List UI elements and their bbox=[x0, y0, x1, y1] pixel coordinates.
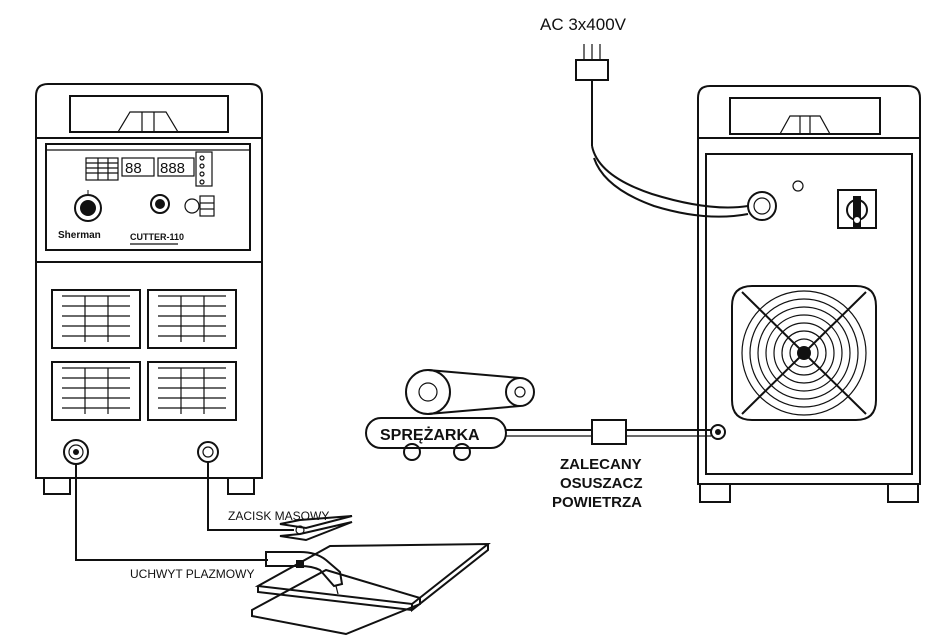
torch-cable bbox=[75, 464, 268, 561]
dryer-label-line2: OSUSZACZ bbox=[560, 475, 643, 492]
rear-inner-panel bbox=[705, 153, 913, 475]
cable-gland bbox=[747, 191, 777, 221]
air-inlet bbox=[710, 424, 726, 440]
rear-handle bbox=[697, 85, 921, 138]
control-panel bbox=[45, 143, 251, 251]
clamp-label: ZACISK MASOWY bbox=[228, 509, 329, 523]
switch-block bbox=[184, 195, 215, 217]
compressor-motor bbox=[405, 369, 535, 415]
display-right: 888 bbox=[160, 160, 185, 177]
led-indicators bbox=[195, 151, 213, 187]
mode-knob bbox=[150, 194, 170, 214]
compressor-wheel-left bbox=[403, 443, 421, 461]
front-handle bbox=[35, 83, 263, 138]
compressor-wheel-right bbox=[453, 443, 471, 461]
power-cable-outer bbox=[591, 145, 749, 209]
fan-grille bbox=[731, 285, 877, 421]
torch-socket bbox=[63, 439, 89, 465]
model-label: CUTTER-110 bbox=[130, 232, 184, 242]
display-left: 88 bbox=[125, 160, 142, 177]
current-dial bbox=[74, 190, 102, 222]
front-vents bbox=[51, 289, 237, 421]
brand-label: Sherman bbox=[58, 230, 101, 241]
dryer-label-line3: POWIETRZA bbox=[552, 494, 642, 511]
rear-body bbox=[697, 137, 921, 485]
front-foot-left bbox=[43, 477, 71, 495]
rear-unit bbox=[697, 85, 921, 503]
compressor-label: SPRĘŻARKA bbox=[380, 426, 480, 444]
ground-cable bbox=[207, 462, 294, 531]
dryer-label: ZALECANY OSUSZACZ POWIETRZA bbox=[552, 456, 643, 511]
power-supply: AC 3x400V bbox=[540, 15, 749, 218]
rear-foot-left bbox=[699, 483, 731, 503]
dryer-label-line1: ZALECANY bbox=[560, 456, 642, 473]
ground-socket bbox=[197, 441, 219, 463]
power-cable-inner bbox=[593, 157, 749, 218]
rear-foot-right bbox=[887, 483, 919, 503]
front-body bbox=[35, 137, 263, 479]
main-switch bbox=[837, 189, 877, 229]
plasma-torch: UCHWYT PLAZMOWY bbox=[130, 551, 344, 595]
indicator-table bbox=[85, 157, 119, 181]
compressor-body bbox=[365, 417, 507, 449]
air-dryer bbox=[591, 419, 627, 445]
power-label: AC 3x400V bbox=[540, 15, 627, 34]
torch-label: UCHWYT PLAZMOWY bbox=[130, 567, 254, 581]
air-line bbox=[506, 419, 711, 445]
display-left-frame bbox=[121, 157, 155, 177]
display-right-frame bbox=[157, 157, 195, 177]
front-foot-right bbox=[227, 477, 255, 495]
front-unit: 88 888 Sherman CUTTE bbox=[35, 83, 263, 495]
compressor: SPRĘŻARKA bbox=[365, 369, 535, 461]
ground-clamp: ZACISK MASOWY bbox=[228, 509, 353, 542]
rear-screw bbox=[792, 180, 804, 192]
plug-icon bbox=[575, 44, 609, 81]
workpiece bbox=[251, 542, 491, 635]
